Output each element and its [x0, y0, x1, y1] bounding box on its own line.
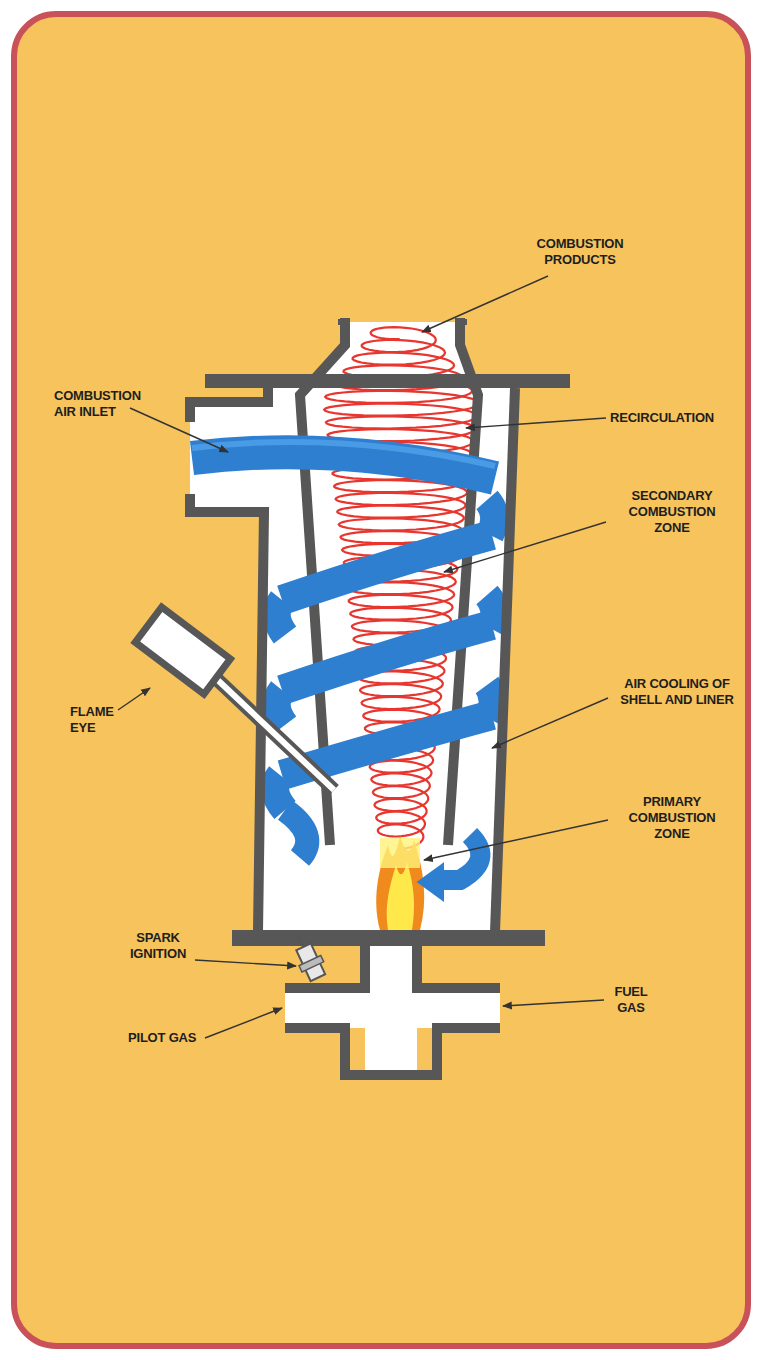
part-label: FLAME EYE: [70, 704, 130, 736]
part-label: SECONDARY COMBUSTION ZONE: [612, 488, 732, 536]
part-label: SPARK IGNITION: [118, 930, 198, 962]
fuel-nozzle: [285, 946, 500, 1075]
flame-eye: [135, 607, 334, 790]
part-label: COMBUSTION PRODUCTS: [520, 236, 640, 268]
part-label: FUEL GAS: [606, 984, 656, 1016]
part-label: PRIMARY COMBUSTION ZONE: [612, 794, 732, 842]
part-label: RECIRCULATION: [610, 410, 750, 426]
flame: [376, 835, 424, 930]
frame: [14, 14, 748, 1346]
spark-plug: [287, 930, 329, 983]
leader-line: [118, 276, 608, 1038]
part-label: COMBUSTION AIR INLET: [54, 388, 154, 420]
part-label: PILOT GAS: [128, 1030, 238, 1046]
part-label: AIR COOLING OF SHELL AND LINER: [608, 676, 746, 708]
